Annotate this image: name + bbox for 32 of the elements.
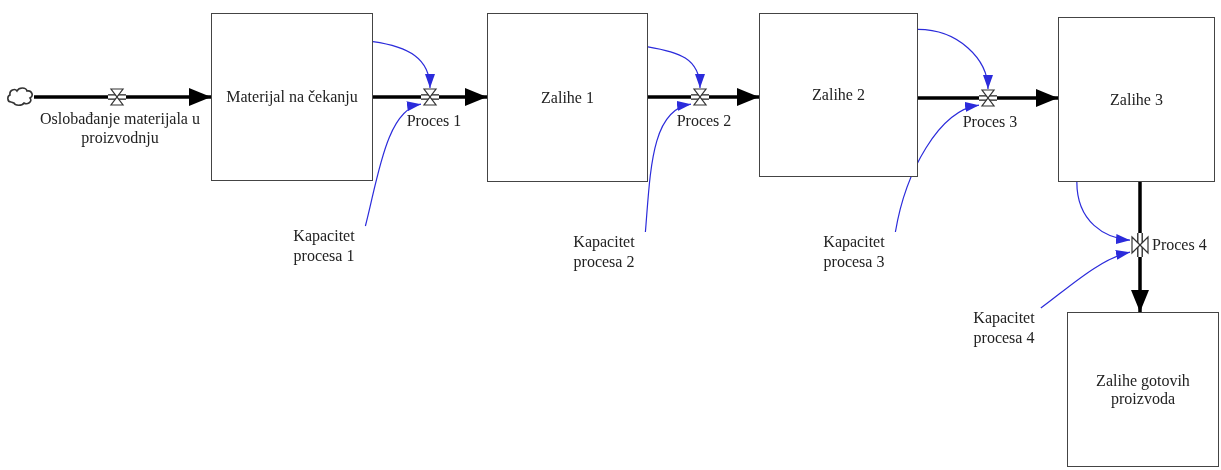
link-arrow	[894, 103, 980, 233]
stock-box: Materijal na čekanju	[211, 13, 373, 181]
flow-pipe	[34, 95, 108, 99]
flow-label: Proces 3	[961, 112, 1019, 132]
link-arrow	[917, 28, 992, 90]
link-arrow	[644, 102, 692, 233]
flow-pipe	[439, 88, 487, 106]
stock-box: Zalihe 3	[1058, 17, 1215, 182]
flow-pipe	[126, 88, 211, 106]
flow-pipe	[709, 88, 759, 106]
link-arrow	[1076, 181, 1131, 244]
flow-pipe	[1138, 182, 1142, 233]
flow-label: Oslobađanje materijala u proizvodnju	[39, 109, 201, 148]
variable-label: Kapacitet procesa 3	[822, 232, 886, 272]
stock-box: Zalihe gotovih proizvoda	[1067, 312, 1219, 467]
link-arrow	[372, 40, 435, 89]
link-arrow	[1040, 250, 1131, 309]
flow-pipe	[918, 96, 979, 100]
link-arrow	[364, 103, 422, 227]
flow-pipe	[1131, 257, 1149, 312]
link-arrow	[647, 46, 705, 89]
variable-label: Kapacitet procesa 4	[972, 308, 1036, 348]
flow-pipe	[997, 89, 1058, 107]
flow-pipe	[648, 95, 691, 99]
variable-label: Kapacitet procesa 1	[292, 226, 356, 266]
stock-box: Zalihe 2	[759, 13, 918, 177]
flow-label: Proces 4	[1152, 235, 1208, 255]
flow-pipe	[373, 95, 421, 99]
variable-label: Kapacitet procesa 2	[572, 232, 636, 272]
flow-label: Proces 1	[405, 111, 463, 131]
stock-box: Zalihe 1	[487, 13, 648, 182]
flow-label: Proces 2	[675, 111, 733, 131]
